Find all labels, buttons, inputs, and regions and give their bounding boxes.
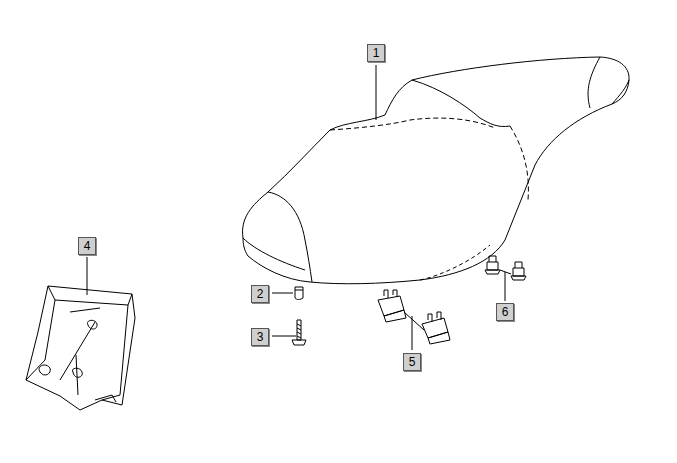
seat-seam [420, 245, 490, 280]
screw-thread [297, 324, 301, 338]
seat-seam [588, 57, 600, 108]
clip-detail [295, 290, 303, 291]
rubber-pad [378, 290, 406, 322]
bushing [485, 256, 500, 274]
leader-line [272, 293, 293, 294]
seat-outline [243, 57, 630, 284]
callout-number: 5 [403, 353, 421, 371]
leader-line [87, 257, 88, 295]
seat-seam [268, 192, 312, 282]
seat-seam [510, 126, 528, 200]
rubber-pad [422, 312, 450, 344]
bushing [511, 262, 526, 280]
tools [39, 308, 116, 402]
tool-bag-detail [26, 286, 132, 400]
clip [295, 287, 303, 300]
seat-seam [243, 238, 305, 270]
callout-number: 6 [496, 303, 514, 321]
leader-line [376, 65, 377, 120]
seat-seam [612, 80, 629, 104]
callout-number: 4 [78, 237, 96, 255]
callout-number: 2 [251, 285, 269, 303]
callout-number: 3 [251, 328, 269, 346]
tool-bag [26, 286, 135, 410]
seat-seam [330, 118, 495, 130]
leader-line [404, 312, 424, 330]
leader-line [505, 272, 506, 301]
callout-number: 1 [367, 44, 385, 62]
seat-seam [412, 80, 510, 127]
leader-line [412, 316, 413, 350]
leader-line [272, 336, 296, 337]
screw [292, 320, 306, 345]
